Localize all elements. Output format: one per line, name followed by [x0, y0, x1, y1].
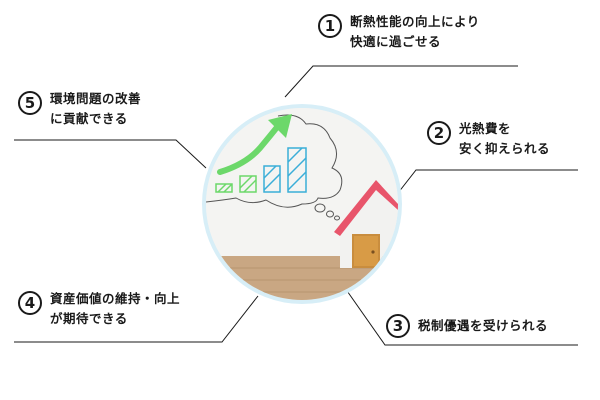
- benefit-text-3-line-1: 税制優遇を受けられる: [418, 318, 549, 333]
- benefit-text-1: 断熱性能の向上により 快適に過ごせる: [350, 12, 480, 52]
- connector-2: [397, 169, 578, 194]
- number-badge-2: 2: [427, 121, 451, 145]
- benefit-text-2-line-2: 安く抑えられる: [459, 141, 551, 156]
- benefit-text-1-line-2: 快適に過ごせる: [350, 34, 442, 49]
- benefit-text-5: 環境問題の改善 に貢献できる: [50, 89, 141, 129]
- rising-arrow-icon: [217, 114, 292, 175]
- house-icon: [334, 180, 398, 268]
- house-illustration: [202, 104, 402, 304]
- benefit-text-3: 税制優遇を受けられる: [418, 312, 548, 340]
- connector-4: [14, 295, 259, 343]
- number-badge-4: 4: [18, 291, 42, 315]
- benefit-text-2-line-1: 光熱費を: [459, 121, 512, 136]
- benefit-item-5: 5 環境問題の改善 に貢献できる: [18, 89, 141, 129]
- connector-5: [14, 139, 207, 169]
- benefit-item-4: 4 資産価値の維持・向上 が期待できる: [18, 289, 180, 329]
- benefit-text-5-line-2: に貢献できる: [50, 111, 128, 126]
- benefit-item-3: 3 税制優遇を受けられる: [386, 312, 548, 340]
- benefit-text-4: 資産価値の維持・向上 が期待できる: [50, 289, 180, 329]
- number-badge-3: 3: [386, 314, 410, 338]
- benefit-text-2: 光熱費を 安く抑えられる: [459, 119, 550, 159]
- benefit-text-4-line-2: が期待できる: [50, 311, 128, 326]
- benefit-item-1: 1 断熱性能の向上により 快適に過ごせる: [318, 12, 480, 52]
- benefit-text-4-line-1: 資産価値の維持・向上: [50, 291, 181, 306]
- benefit-item-2: 2 光熱費を 安く抑えられる: [427, 119, 550, 159]
- benefit-text-5-line-1: 環境問題の改善: [50, 91, 142, 106]
- benefit-text-1-line-1: 断熱性能の向上により: [350, 14, 480, 29]
- number-badge-1: 1: [318, 14, 342, 38]
- thought-cloud: [206, 114, 343, 208]
- number-badge-5: 5: [18, 91, 42, 115]
- connector-1: [284, 65, 518, 98]
- growth-bars-icon: [215, 147, 307, 193]
- connector-3: [344, 287, 578, 346]
